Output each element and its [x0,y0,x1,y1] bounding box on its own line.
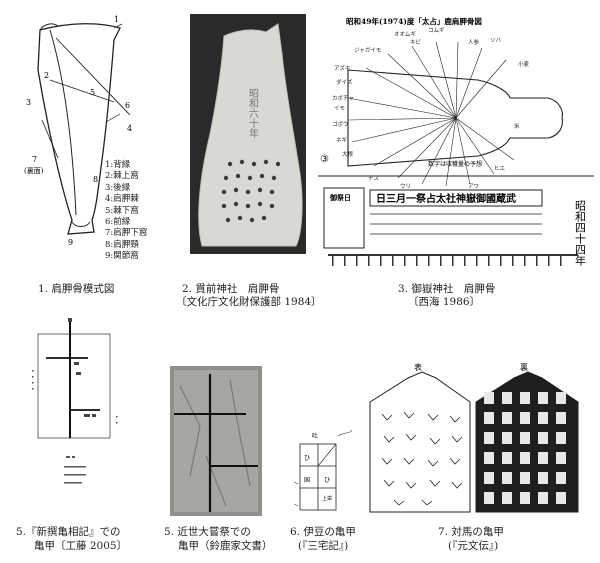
figure3-title: 昭和49年(1974)度「太占」鹿肩胛骨図 [346,16,482,26]
caption-figure3-line1: 3. 御嶽神社 肩胛骨 [398,283,496,295]
radial-lines [347,41,515,187]
front-crack-marks [381,411,463,506]
figure-mitake-scapula: 昭和49年(1974)度「太占」鹿肩胛骨図 ③ ジャガイモ オオムギ コムギ ソ… [318,10,594,280]
shinsen-diagram [32,318,118,484]
caption-figure2-line2: 〔文化庁文化財保護部 1984〕 [176,296,322,308]
crop-label: コムギ [428,27,445,34]
back-label: 裏 [520,362,528,372]
crop-labels: ジャガイモ オオムギ コムギ ソバ 小麦 ダイズ アズキ イモ カボチャ ナス … [332,27,530,196]
crop-label: キビ [410,38,422,46]
caption-figure7-line2: (『元文伝』) [448,540,499,552]
mitake-diagram: 昭和49年(1974)度「太占」鹿肩胛骨図 ③ ジャガイモ オオムギ コムギ ソ… [318,16,594,266]
tally-ticks [328,254,578,266]
label-9: 9 [68,238,73,247]
notice-left: 御祭日 [329,193,351,202]
burn-holes [221,159,281,223]
crop-label: 小麦 [518,60,530,68]
crop-label: アズキ [334,64,351,72]
crop-label: ソバ [490,37,502,44]
caption-figure5-line1: 5. 近世大嘗祭での [164,526,251,538]
figure-shinsen-shell [30,318,120,518]
crop-label: ウリ [400,182,411,190]
caption-figure4-line2: 亀甲〔工藤 2005〕 [34,540,128,552]
label-6: 6 [125,101,130,110]
crop-label: オオムギ [394,31,416,38]
crop-label: ダイズ [336,78,353,86]
circle-number: ③ [320,154,329,165]
notice-text: 日三月一祭占太社神嶽御國蔵武 [376,192,516,205]
scapula-outline: 1 2 3 4 5 6 7 (裏面) 8 9 [24,15,132,247]
crop-label: カボチャ [332,94,354,102]
figure-daijosai-shell [170,366,262,516]
label-8: 8 [93,175,98,184]
legend-item: 6:前縁 [105,217,131,228]
izu-cell: ひ [324,477,330,484]
scapula-photo: 昭和六十年 [190,14,306,254]
legend-item: 3:後縁 [105,182,131,193]
label-7-back: (裏面) [24,166,44,175]
label-4: 4 [127,124,132,133]
caption-figure3-line2: 〔西海 1986〕 [408,296,481,308]
izu-cell: 国 [304,477,310,484]
legend-item: 4:肩胛棘 [105,194,139,205]
notice-rows [370,213,542,235]
caption-figure7-line1: 7. 対馬の亀甲 [438,526,504,538]
figure-tsushima-shell: 表 裏 [364,362,584,518]
crop-label: アワ [468,183,479,190]
caption-figure6-line1: 6. 伊豆の亀甲 [290,526,356,538]
caption-figure2-line1: 2. 貫前神社 肩胛骨 [182,283,280,295]
figure-scapula-diagram: 1 2 3 4 5 6 7 (裏面) 8 9 1:背縁 2:棘上窩 3:後縁 4… [10,10,160,265]
vertical-date: 昭和四十四年 [574,200,587,266]
legend-item: 7:肩胛下窩 [105,228,148,239]
label-1: 1 [114,15,119,24]
shell-footnote-marks [64,456,86,484]
crop-label: 人参 [468,38,480,46]
inscription: 昭和六十年 [247,88,259,139]
crop-label: ネギ [336,137,348,144]
izu-cell: ひ [304,455,310,462]
figure3-note: 数字は収穫量の予想 [428,160,482,168]
caption-figure6-line2: (『三宅記』) [298,540,349,552]
caption-figure4-line1: 5.『新撰亀相記』での [16,526,121,538]
crop-label: ジャガイモ [354,46,381,54]
daijosai-photo [170,366,262,516]
caption-figure1: 1. 肩胛骨模式図 [38,283,115,295]
crop-label: イモ [334,105,345,112]
label-3: 3 [26,98,31,107]
notice-header [369,189,543,207]
legend-item: 9:関節窩 [105,251,139,262]
figure-scapula-photo: 昭和六十年 [190,14,306,254]
shell-small-marks [32,318,118,424]
crop-label: ヒエ [494,165,506,172]
legend-item: 8:肩胛頸 [105,239,139,250]
crop-label: 大根 [342,150,354,158]
izu-diagram: 吐 ひ 国 ひ 上栄 [293,429,353,511]
legend-item: 5:棘下窩 [105,205,139,216]
label-7: 7 [32,155,37,164]
crop-label: ナス [368,175,379,182]
front-label: 表 [414,362,422,372]
label-5: 5 [90,88,95,97]
figure-izu-shell: 吐 ひ 国 ひ 上栄 [292,424,356,520]
notice-left-box [323,187,365,249]
back-cells [484,392,566,504]
crop-label: 米 [514,122,520,130]
caption-figure5-line2: 亀甲（鈴鹿家文書） [178,540,273,552]
izu-cell: 吐 [312,432,318,440]
tsushima-diagram: 表 裏 [369,362,579,513]
scapula-legend: 1:背縁 2:棘上窩 3:後縁 4:肩胛棘 5:棘下窩 6:前縁 7:肩胛下窩 … [105,160,147,263]
legend-item: 1:背縁 [105,160,131,170]
legend-item: 2:棘上窩 [105,171,139,182]
label-2: 2 [44,71,49,80]
izu-cell: 上栄 [322,495,332,502]
crop-label: ゴボウ [332,120,349,128]
